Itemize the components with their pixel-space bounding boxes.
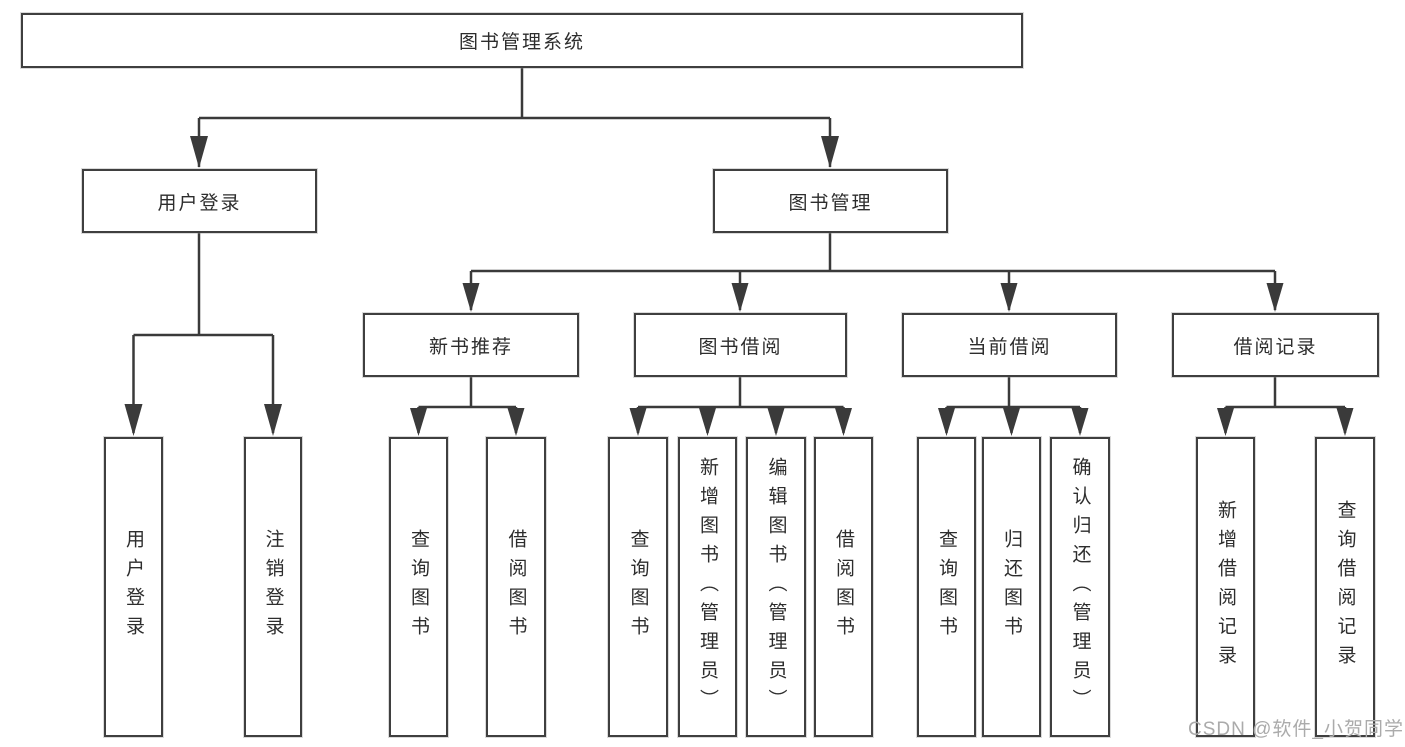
node-borrow-records: 借阅记录: [1172, 313, 1379, 377]
leaf-current-return-label: 归还图书: [1001, 529, 1022, 645]
node-book-borrow: 图书借阅: [634, 313, 847, 377]
leaf-borrow-borrow-label: 借阅图书: [833, 529, 854, 645]
leaf-user-login-label: 用户登录: [123, 529, 144, 645]
leaf-records-query-label: 查询借阅记录: [1334, 500, 1356, 674]
node-current-borrow-label: 当前借阅: [967, 336, 1052, 358]
leaf-newbook-query: 查询图书: [389, 437, 448, 737]
node-book-management-label: 图书管理: [788, 192, 873, 214]
leaf-newbook-query-label: 查询图书: [408, 529, 429, 645]
leaf-current-confirm-return: 确认归还（管理员）: [1050, 437, 1110, 737]
leaf-borrow-query-label: 查询图书: [627, 529, 649, 645]
leaf-newbook-borrow-label: 借阅图书: [505, 529, 527, 645]
leaf-borrow-borrow: 借阅图书: [814, 437, 873, 737]
leaf-current-return: 归还图书: [982, 437, 1041, 737]
leaf-borrow-add-label: 新增图书（管理员）: [697, 456, 718, 718]
leaf-records-query: 查询借阅记录: [1315, 437, 1375, 737]
leaf-current-query: 查询图书: [917, 437, 976, 737]
leaf-logout: 注销登录: [244, 437, 302, 737]
leaf-records-add-label: 新增借阅记录: [1215, 500, 1236, 674]
leaf-borrow-add: 新增图书（管理员）: [678, 437, 737, 737]
leaf-newbook-borrow: 借阅图书: [486, 437, 546, 737]
node-new-book-recommend-label: 新书推荐: [428, 336, 513, 358]
leaf-records-add: 新增借阅记录: [1196, 437, 1255, 737]
leaf-current-query-label: 查询图书: [936, 529, 957, 645]
leaf-user-login: 用户登录: [104, 437, 163, 737]
node-root-label: 图书管理系统: [458, 32, 585, 53]
node-root: 图书管理系统: [21, 13, 1023, 68]
leaf-current-confirm-return-label: 确认归还（管理员）: [1069, 456, 1091, 718]
node-current-borrow: 当前借阅: [902, 313, 1117, 377]
node-book-management: 图书管理: [713, 169, 948, 233]
leaf-logout-label: 注销登录: [262, 529, 284, 645]
node-user-login: 用户登录: [82, 169, 317, 233]
node-book-borrow-label: 图书借阅: [698, 336, 783, 358]
node-user-login-label: 用户登录: [157, 192, 242, 214]
leaf-borrow-edit: 编辑图书（管理员）: [746, 437, 806, 737]
node-borrow-records-label: 借阅记录: [1233, 336, 1318, 358]
leaf-borrow-query: 查询图书: [608, 437, 668, 737]
watermark-text: CSDN @软件_小贺同学: [1188, 719, 1404, 740]
node-new-book-recommend: 新书推荐: [363, 313, 579, 377]
leaf-borrow-edit-label: 编辑图书（管理员）: [765, 456, 787, 718]
